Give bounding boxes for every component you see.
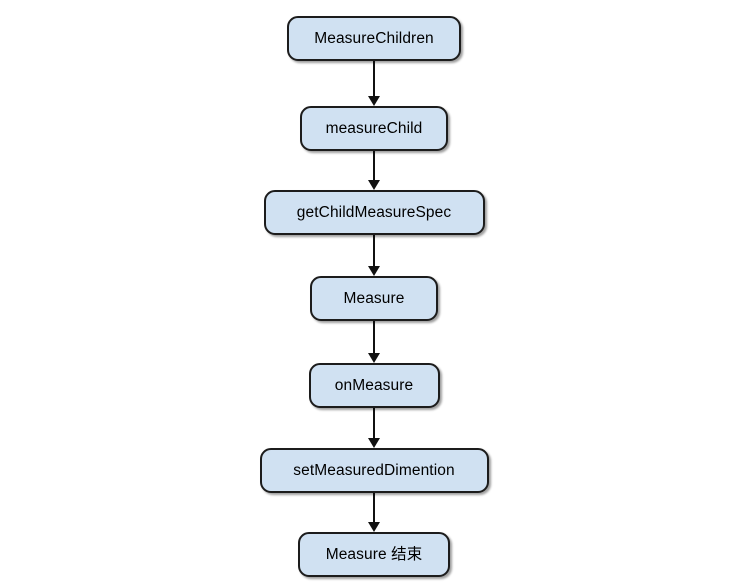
flow-node-get-child-measure-spec[interactable]: getChildMeasureSpec — [263, 190, 485, 235]
flow-node-set-measured-dimention[interactable]: setMeasuredDimention — [259, 448, 489, 493]
flow-node-label: measureChild — [325, 119, 423, 137]
flow-arrow-measure-children-to-measure-child — [368, 61, 381, 106]
arrow-head-down-icon — [368, 438, 380, 448]
flow-node-label: Measure 结束 — [325, 545, 423, 563]
flow-node-label: setMeasuredDimention — [293, 461, 455, 479]
arrow-shaft — [373, 235, 375, 267]
arrow-shaft — [373, 493, 375, 523]
arrow-shaft — [373, 321, 375, 354]
flow-node-measure-children[interactable]: MeasureChildren — [287, 16, 461, 61]
flow-arrow-measure-child-to-get-child-measure-spec — [368, 151, 381, 190]
flow-arrow-on-measure-to-set-measured-dimention — [368, 408, 381, 448]
flow-node-measure-end[interactable]: Measure 结束 — [298, 532, 450, 577]
arrow-head-down-icon — [368, 96, 380, 106]
arrow-shaft — [373, 151, 375, 181]
arrow-shaft — [373, 408, 375, 439]
flow-node-on-measure[interactable]: onMeasure — [308, 363, 440, 408]
flow-node-measure-child[interactable]: measureChild — [300, 106, 448, 151]
arrow-shaft — [373, 61, 375, 97]
flow-arrow-measure-to-on-measure — [368, 321, 381, 363]
flow-node-label: MeasureChildren — [314, 29, 434, 47]
arrow-head-down-icon — [368, 180, 380, 190]
flow-node-label: getChildMeasureSpec — [296, 203, 452, 221]
flow-arrow-set-measured-dimention-to-measure-end — [368, 493, 381, 532]
flow-node-measure[interactable]: Measure — [310, 276, 438, 321]
flow-node-label: onMeasure — [334, 376, 414, 394]
arrow-head-down-icon — [368, 522, 380, 532]
flow-node-label: Measure — [343, 289, 405, 307]
arrow-head-down-icon — [368, 266, 380, 276]
arrow-head-down-icon — [368, 353, 380, 363]
flow-arrow-get-child-measure-spec-to-measure — [368, 235, 381, 276]
